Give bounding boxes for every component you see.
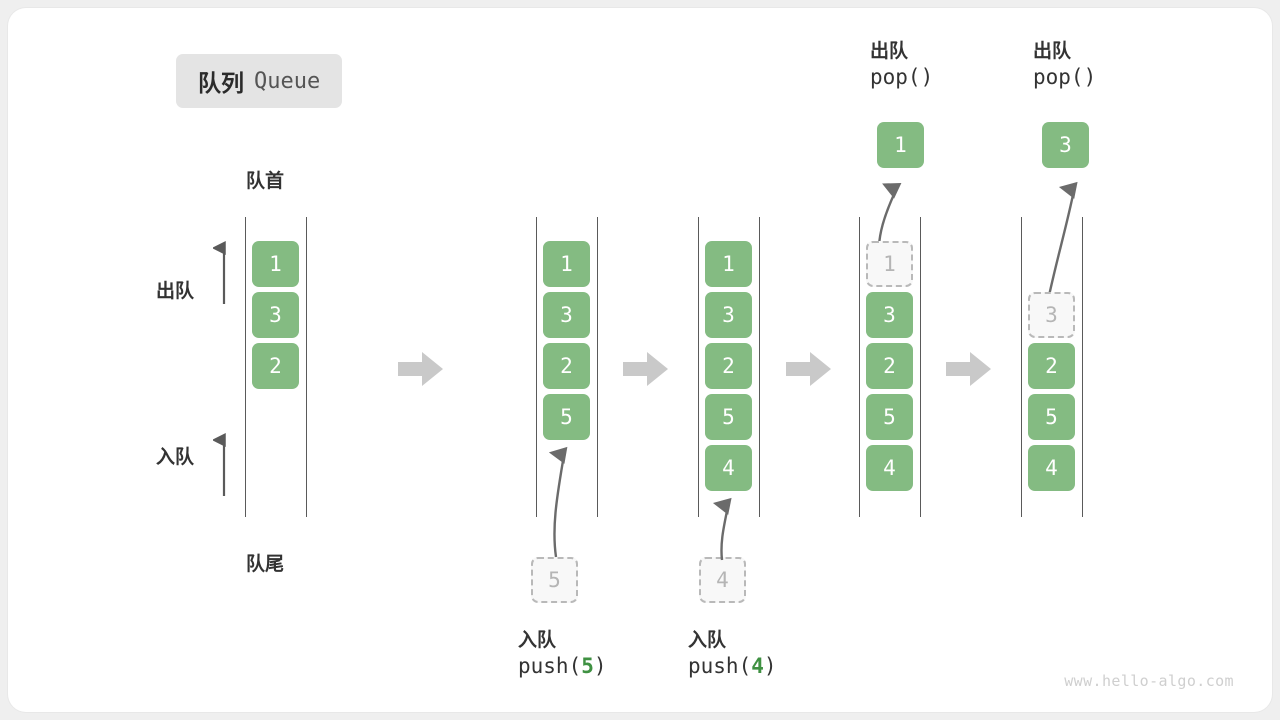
- step-arrow-icon: [786, 352, 831, 386]
- queue-slot: 5: [866, 394, 913, 440]
- enqueue-direction-label: 入队: [156, 447, 195, 468]
- queue-column-pop-3: 3 2 5 4: [1021, 217, 1083, 517]
- queue-slot: 2: [866, 343, 913, 389]
- code-arg: 5: [581, 654, 594, 679]
- title-badge: 队列 Queue: [176, 54, 343, 108]
- pop-3-caption-cn: 出队: [1033, 41, 1072, 62]
- pop-1-caption-cn: 出队: [870, 41, 909, 62]
- rail-left: [245, 217, 246, 517]
- queue-column-push-5: 1 3 2 5: [536, 217, 598, 517]
- ghost-slot: 1: [866, 241, 913, 287]
- ghost-slot: 3: [1028, 292, 1075, 338]
- title-chinese: 队列: [198, 70, 244, 96]
- rail-right: [920, 217, 921, 517]
- rail-left: [536, 217, 537, 517]
- diagram-card: 队列 Queue 队首 队尾 出队 入队: [8, 8, 1272, 712]
- queue-tail-label: 队尾: [246, 554, 285, 575]
- rail-left: [1021, 217, 1022, 517]
- queue-column-initial: 1 3 2: [245, 217, 307, 517]
- queue-slot: 1: [252, 241, 299, 287]
- pop-3-caption-code: pop(): [1033, 65, 1097, 90]
- queue-column-pop-1: 1 3 2 5 4: [859, 217, 921, 517]
- queue-slot: 4: [1028, 445, 1075, 491]
- pop-3-caption: 出队 pop(): [1033, 39, 1096, 92]
- queue-slot: 4: [705, 445, 752, 491]
- queue-slot: 3: [866, 292, 913, 338]
- rail-left: [859, 217, 860, 517]
- watermark: www.hello-algo.com: [1064, 672, 1234, 690]
- rail-right: [597, 217, 598, 517]
- dequeue-direction-label: 出队: [156, 281, 195, 302]
- rail-right: [306, 217, 307, 517]
- rail-right: [759, 217, 760, 517]
- queue-slot: 2: [1028, 343, 1075, 389]
- push-5-caption-code: push(5): [518, 653, 607, 681]
- queue-slot: 5: [1028, 394, 1075, 440]
- step-arrow-icon: [946, 352, 991, 386]
- code-suffix: ): [763, 654, 777, 679]
- step-arrow-icon: [398, 352, 443, 386]
- enqueue-direction-arrow-icon: [213, 432, 226, 496]
- pending-push-item: 5: [531, 557, 578, 603]
- queue-slot: 2: [705, 343, 752, 389]
- push-5-caption-cn: 入队: [518, 630, 557, 651]
- code-prefix: push(: [518, 654, 582, 679]
- dequeue-direction-arrow-icon: [213, 240, 226, 304]
- queue-slot: 1: [705, 241, 752, 287]
- rail-left: [698, 217, 699, 517]
- queue-column-push-4: 1 3 2 5 4: [698, 217, 760, 517]
- code-prefix: push(: [688, 654, 752, 679]
- queue-slot: 5: [543, 394, 590, 440]
- step-arrow-icon: [623, 352, 668, 386]
- queue-head-label: 队首: [246, 171, 285, 192]
- code-suffix: ): [593, 654, 607, 679]
- popped-item: 1: [877, 122, 924, 168]
- code-arg: 4: [751, 654, 764, 679]
- queue-slot: 3: [252, 292, 299, 338]
- queue-slot: 1: [543, 241, 590, 287]
- push-4-caption-code: push(4): [688, 653, 777, 681]
- pending-push-item: 4: [699, 557, 746, 603]
- popped-item: 3: [1042, 122, 1089, 168]
- queue-slot: 2: [252, 343, 299, 389]
- push-4-caption-cn: 入队: [688, 630, 727, 651]
- queue-slot: 5: [705, 394, 752, 440]
- rail-right: [1082, 217, 1083, 517]
- push-5-caption: 入队 push(5): [518, 628, 607, 681]
- push-4-caption: 入队 push(4): [688, 628, 777, 681]
- queue-slot: 2: [543, 343, 590, 389]
- queue-slot: 3: [543, 292, 590, 338]
- queue-slot: 3: [705, 292, 752, 338]
- pop-1-caption-code: pop(): [870, 65, 934, 90]
- title-english: Queue: [254, 68, 321, 94]
- pop-1-caption: 出队 pop(): [870, 39, 933, 92]
- queue-slot: 4: [866, 445, 913, 491]
